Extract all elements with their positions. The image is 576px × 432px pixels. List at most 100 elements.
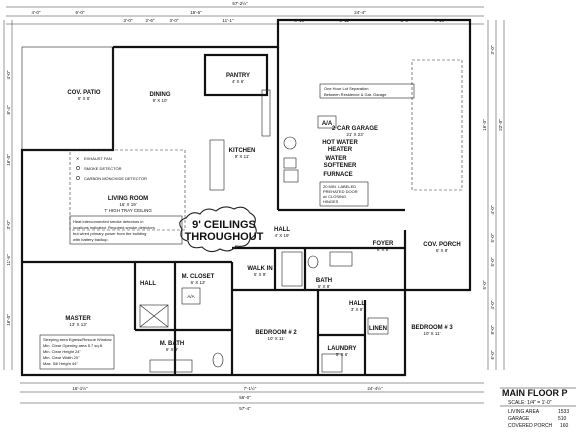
living-ceiling: 7' HIGH TRAY CEILING xyxy=(104,208,152,213)
master-vanity xyxy=(149,359,193,373)
ac-unit xyxy=(181,287,201,305)
living-name: LIVING ROOM xyxy=(108,196,148,202)
egress-note-line-2: Min. Clear Opening area 5.7 sq.ft. xyxy=(43,343,103,348)
master-toilet xyxy=(212,352,224,368)
door-note-line-4: HINGES xyxy=(323,199,339,204)
garage-separation-note xyxy=(319,83,415,99)
egress-note-line-3: Min. Clear Height 24" xyxy=(43,349,81,354)
hall-bed-name: HALL xyxy=(349,301,365,307)
legend-fan-icon: ✕ xyxy=(76,156,79,161)
garage-note-line-2: Between Residence & Gar. Garage xyxy=(324,92,387,97)
smoke-note-line-4: with battery backup. xyxy=(73,237,109,242)
door-note-line-1: 20 MIN. LABELED xyxy=(323,184,356,189)
smoke-detector-icon xyxy=(76,166,80,170)
bedroom2-name: BEDROOM # 2 xyxy=(255,330,297,336)
dim-right-1: 3'-0" xyxy=(490,45,495,54)
shower xyxy=(139,304,169,328)
ac-small-label: A/A xyxy=(187,294,194,299)
title-row-1-value: 1533 xyxy=(558,409,569,415)
master-size: 13' X 13' xyxy=(69,322,86,327)
title-row-2-value: 510 xyxy=(558,416,567,422)
cov-patio-name: COV. PATIO xyxy=(67,90,101,96)
dim-top-outer-3: 15'-6" xyxy=(190,10,202,15)
door-note-line-2: PREHATED DOOR xyxy=(323,189,358,194)
dim-right-4: 4'-0" xyxy=(490,205,495,214)
kitchen-name: KITCHEN xyxy=(229,148,256,154)
garage-note-line-1: One Hour Lot Separation xyxy=(324,86,368,91)
legend-exhaust-fan: EXHAUST FAN xyxy=(84,156,112,161)
left-dimensions: 4'-0" 8'-4" 16'-0" 3'-0" 11'-6" 16'-0" xyxy=(3,20,13,370)
cov-patio-size: 8' X 8' xyxy=(78,96,90,101)
walk-in-name: WALK IN xyxy=(247,266,272,272)
dim-left-2: 8'-4" xyxy=(6,105,11,114)
cov-porch-size: 6' X 8' xyxy=(436,248,448,253)
water-softener xyxy=(283,157,297,169)
dim-right-2: 16'-0" xyxy=(482,119,487,131)
smoke-detector-note: Heat interconnected smoke detectors in l… xyxy=(69,215,183,245)
bath-name: BATH xyxy=(316,278,332,284)
dim-total-bottom: 57'-4" xyxy=(239,406,251,411)
linen-closet xyxy=(367,317,389,335)
title-row-3-value: 160 xyxy=(560,423,569,429)
bedroom3-name: BEDROOM # 3 xyxy=(411,325,453,331)
ceilings-line-2: THROUGHOUT xyxy=(185,231,264,243)
walls xyxy=(20,18,472,377)
m-closet-size: 6' X 13' xyxy=(191,280,206,285)
dim-right-3: 22'-0" xyxy=(498,119,503,131)
bath-sink xyxy=(329,251,353,267)
m-bath-size: 6' X 9' xyxy=(166,347,178,352)
dim-left-6: 16'-0" xyxy=(6,314,11,326)
dim-top-outer-4: 24'-4" xyxy=(354,10,366,15)
fixtures xyxy=(139,89,389,373)
title-row-3-label: COVERED PORCH xyxy=(508,423,553,429)
dim-bottom-inner-3: 24'-4½" xyxy=(367,385,383,391)
dim-top-outer-1: 4'-0" xyxy=(32,10,41,15)
garage-size: 21' X 23' xyxy=(346,132,363,137)
title-block: MAIN FLOOR P SCALE: 1/4" = 1'-0" LIVING … xyxy=(500,387,576,429)
dim-left-4: 3'-0" xyxy=(6,220,11,229)
smoke-note-line-3: but wired primary power from the buildin… xyxy=(73,231,146,236)
dim-left-3: 16'-0" xyxy=(6,154,11,166)
garage-name: 2 CAR GARAGE xyxy=(332,126,378,132)
title-heading: MAIN FLOOR P xyxy=(502,388,568,398)
dim-bottom-inner-2: 7'-1½" xyxy=(244,385,257,391)
washer xyxy=(321,353,343,373)
dining-size: 9' X 10' xyxy=(153,98,168,103)
master-name: MASTER xyxy=(65,316,91,322)
m-bath-name: M. BATH xyxy=(160,341,185,347)
right-dimensions: 3'-0" 16'-0" 22'-0" 4'-0" 5'-0" 5'-0" 5'… xyxy=(482,20,505,370)
title-scale: SCALE: 1/4" = 1'-0" xyxy=(508,400,552,406)
bedroom2-size: 10' X 11' xyxy=(268,336,285,341)
dim-total-top: 57'-2½" xyxy=(232,0,248,6)
dim-top-outer-2: 6'-0" xyxy=(76,10,85,15)
furnace xyxy=(283,169,299,183)
dining-name: DINING xyxy=(150,92,171,98)
egress-note-line-4: Min. Clear Width 20" xyxy=(43,355,80,360)
dim-top-inner-1: 3'-0" xyxy=(124,18,133,23)
dim-left-1: 4'-0" xyxy=(6,70,11,79)
kitchen-size: 9' X 11' xyxy=(235,154,250,159)
door-note-line-3: w/ CLOSING xyxy=(323,194,346,199)
dim-left-5: 11'-6" xyxy=(6,254,11,266)
foyer-name: FOYER xyxy=(373,241,394,247)
bedroom3-size: 10' X 11' xyxy=(424,331,441,336)
kitchen-island xyxy=(209,139,225,191)
hall-main-name: HALL xyxy=(274,227,290,233)
laundry-size: 5' X 6' xyxy=(336,352,348,357)
hall-bed-size: 3' X 8' xyxy=(351,307,363,312)
linen-name: LINEN xyxy=(369,326,387,332)
ceiling-callout: 9' CEILINGS THROUGHOUT xyxy=(179,206,264,253)
egress-note-line-1: Sleeping area Egress/Rescue Window: xyxy=(43,337,112,342)
water-label: WATER xyxy=(325,156,347,162)
laundry-name: LAUNDRY xyxy=(327,346,356,352)
smoke-note-line-2: locations indicated. Required smoke dete… xyxy=(73,225,155,230)
dim-right-6: 5'-0" xyxy=(490,257,495,266)
cov-porch-name: COV. PORCH xyxy=(423,242,460,248)
furnace-label: FURNACE xyxy=(323,172,352,178)
dim-right-7: 5'-0" xyxy=(482,280,487,289)
smoke-note-line-1: Heat interconnected smoke detectors in xyxy=(73,219,143,224)
kitchen-counter xyxy=(261,89,271,137)
hot-water-label: HOT WATER xyxy=(322,140,358,146)
ac-label: A/A xyxy=(322,121,333,127)
